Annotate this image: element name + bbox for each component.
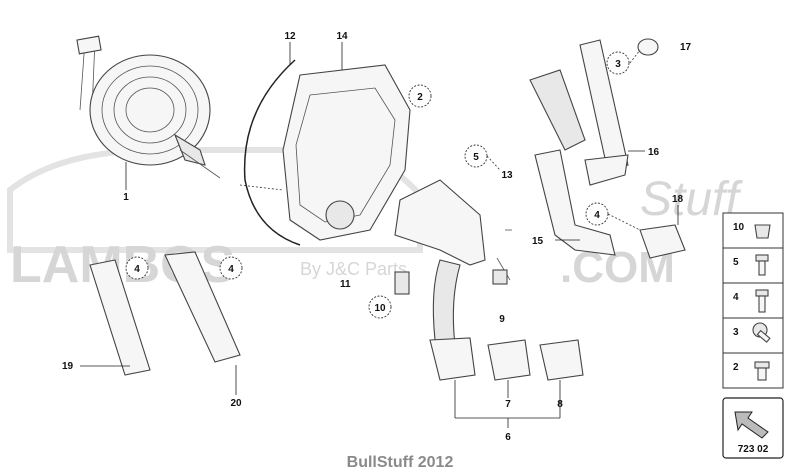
screw-icon-3: [752, 322, 771, 343]
callout-10: [368, 295, 392, 319]
watermark: LAMBOS .COM Stuff By J&C Parts: [7, 147, 743, 294]
svg-text:10: 10: [374, 303, 386, 314]
label-9: 9: [499, 314, 505, 325]
label-1: 1: [123, 192, 129, 203]
bolt-icon-5: [755, 254, 769, 276]
callout-2: [408, 84, 432, 108]
clip-nut-icon: [754, 224, 771, 239]
legend-label-3: 4: [733, 292, 739, 303]
fastener-legend: 10 5 4 3 2: [722, 212, 784, 389]
leaders-lower: [454, 380, 561, 428]
label-12: 12: [284, 31, 296, 42]
mounting-bracket-15: [534, 149, 616, 256]
label-7: 7: [505, 399, 511, 410]
label-17: 17: [680, 42, 692, 53]
label-18: 18: [672, 194, 684, 205]
brake-booster: [76, 35, 221, 190]
callout-4a: [125, 256, 149, 280]
pedal-box-housing: [239, 42, 411, 241]
label-6: 6: [505, 432, 511, 443]
label-16: 16: [648, 147, 660, 158]
label-15: 15: [532, 236, 544, 247]
label-14: 14: [336, 31, 348, 42]
svg-text:3: 3: [615, 59, 621, 70]
label-20: 20: [230, 398, 242, 409]
svg-text:2: 2: [417, 92, 423, 103]
legend-label-5: 2: [733, 362, 739, 373]
accelerator-pedal: [529, 39, 645, 186]
bolt-icon-4: [755, 289, 769, 313]
page-reference-box: 723 02: [722, 397, 784, 459]
label-19: 19: [62, 361, 74, 372]
small-parts: [637, 38, 686, 259]
side-brackets: [80, 251, 241, 395]
legend-label-4: 3: [733, 327, 739, 338]
page-ref-label: 723 02: [738, 444, 769, 455]
svg-text:4: 4: [594, 210, 600, 221]
label-13: 13: [501, 170, 513, 181]
svg-text:4: 4: [134, 264, 140, 275]
arrow-icon: [734, 411, 769, 439]
bolt-icon-2: [754, 361, 770, 381]
legend-label-1: 10: [733, 222, 745, 233]
part-labels: 1 12 14 17 16 13 18 15 11 9 19 20 7 8 6: [62, 31, 692, 443]
pedal-assembly: [394, 179, 584, 381]
label-8: 8: [557, 399, 563, 410]
callout-3: [606, 51, 630, 75]
footer-credit: BullStuff 2012: [347, 454, 454, 471]
label-11: 11: [340, 279, 351, 290]
svg-text:4: 4: [228, 264, 234, 275]
callout-4b: [219, 256, 243, 280]
legend-label-2: 5: [733, 257, 739, 268]
watermark-byline: By J&C Parts: [300, 259, 407, 279]
callouts: 2 3 5 4 4 4 10: [125, 49, 641, 319]
svg-text:5: 5: [473, 152, 479, 163]
seal-ring: [243, 42, 301, 246]
